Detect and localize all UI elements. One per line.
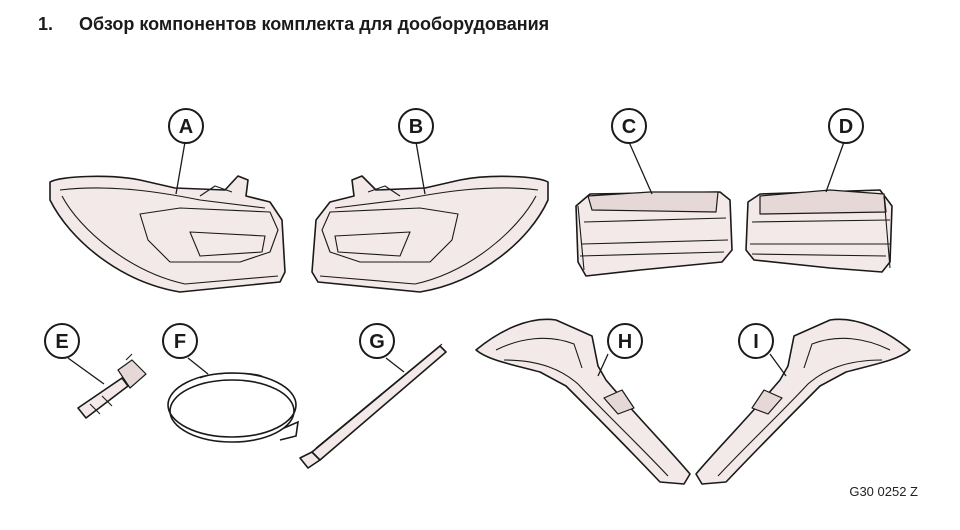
svg-text:F: F	[174, 331, 186, 353]
svg-text:A: A	[179, 116, 193, 138]
callout-a: A	[168, 108, 204, 144]
heading-number: 1.	[38, 14, 54, 34]
callout-g: G	[359, 323, 395, 359]
svg-text:G: G	[369, 331, 385, 353]
callout-d: D	[828, 108, 864, 144]
page-heading: 1. Обзор компонентов комплекта для дообо…	[38, 14, 549, 35]
terminal-contact	[77, 353, 147, 419]
tail-light-outer-right	[311, 175, 549, 293]
lamp-cover-right	[695, 318, 911, 485]
svg-text:D: D	[839, 116, 853, 138]
wire-ring	[167, 372, 299, 443]
figure-reference-code: G30 0252 Z	[849, 484, 918, 499]
callout-b: B	[398, 108, 434, 144]
lamp-cover-left	[475, 318, 691, 485]
svg-text:B: B	[409, 116, 423, 138]
tail-light-inner-left	[575, 191, 733, 277]
tail-light-inner-right	[745, 189, 893, 273]
cable-tie	[299, 343, 447, 469]
heading-title: Обзор компонентов комплекта для дооборуд…	[79, 14, 550, 34]
svg-text:C: C	[622, 116, 636, 138]
svg-text:I: I	[753, 331, 759, 353]
callout-f: F	[162, 323, 198, 359]
leader-lines	[67, 141, 845, 385]
callout-c: C	[611, 108, 647, 144]
svg-text:E: E	[55, 331, 68, 353]
svg-text:H: H	[618, 331, 632, 353]
callout-i: I	[738, 323, 774, 359]
callout-e: E	[44, 323, 80, 359]
tail-light-outer-left	[49, 175, 286, 293]
callout-h: H	[607, 323, 643, 359]
